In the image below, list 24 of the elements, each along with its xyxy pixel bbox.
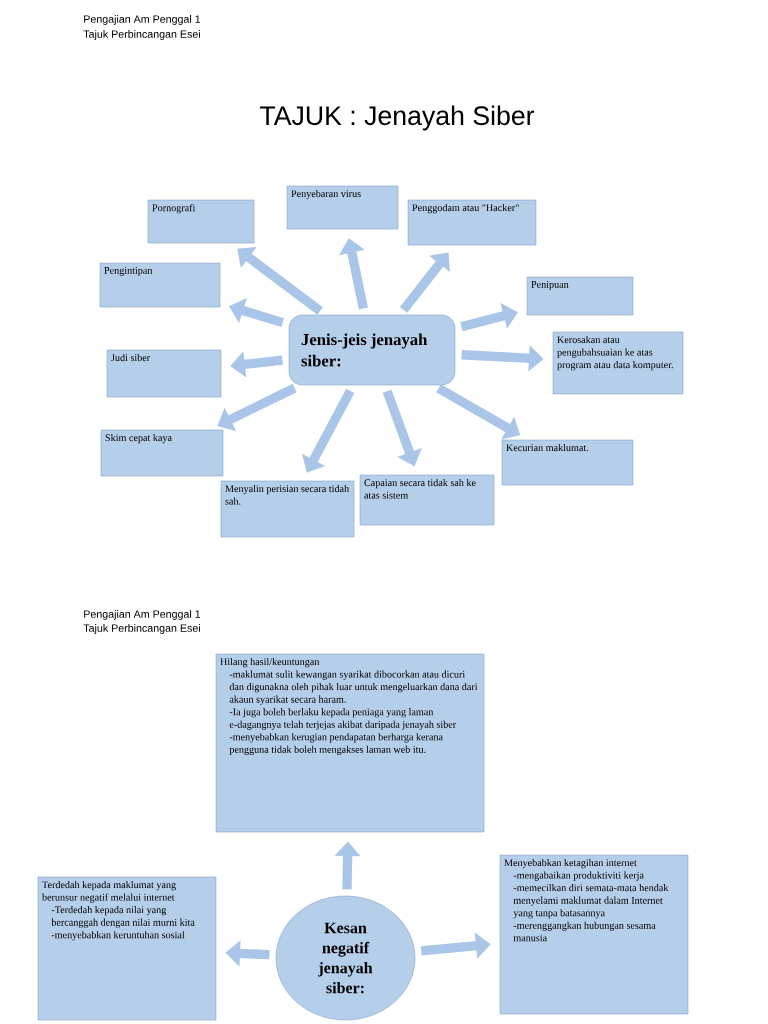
rounded-box: Jenis-jeis jenayah siber: — [288, 314, 456, 386]
block-arrow — [399, 252, 450, 313]
header-text: Pengajian Am Penggal 1 — [84, 15, 201, 25]
text-box: Menyalin perisian secara tidah sah. — [220, 480, 355, 538]
text-box: Judi siber — [106, 349, 222, 398]
header-text: Tajuk Perbincangan Esei — [83, 30, 200, 40]
text-box: Penyebaran virus — [286, 185, 399, 230]
block-arrow — [460, 303, 518, 332]
block-arrow — [302, 388, 355, 473]
block-arrow — [217, 383, 297, 432]
text-box: Capaian secara tidak sah ke atas sistem — [359, 474, 495, 526]
header-text: Pengajian Am Penggal 1 — [84, 610, 201, 620]
text-box: Pornografi — [147, 199, 255, 244]
text-box: Menyebabkan ketagihan internet -mengabaikan produktiviti kerja -memecilkan diri semata-mata hendak menyelami maklumat dalam Internet yang tanpa batasannya -merenggangkan hubungan sesama manusia — [499, 854, 689, 1015]
text-box: Kerosakan atau pengubahsuaian ke atas program atau data komputer. — [552, 331, 684, 395]
text-box: Pengintipan — [99, 262, 221, 308]
title: TAJUK : Jenayah Siber — [260, 105, 535, 131]
text-box: Penggodam atau "Hacker" — [407, 199, 537, 246]
text-box: Penipuan — [526, 276, 634, 316]
text-box: Hilang hasil/keuntungan -maklumat sulit kewangan syarikat dibocorkan atau dicuri dan digunakna oleh pihak luar untuk mengeluarkan dana dari akaun syarikat secara haram. -Ia juga boleh berlaku kepada peniaga yang laman e-dagangnya telah terjejas akibat daripada jenayah siber -menyebabkan kerugian pendapatan berharga kerana pengguna tidak boleh mengakses laman web itu. — [215, 653, 485, 833]
text-box: Kecurian maklumat. — [501, 439, 634, 486]
text-box: Terdedah kepada maklumat yang berunsur negatif melalui internet -Terdedah kepada nilai yang bercanggah dengan nilai murni kita -menyebabkan keruntuhan sosial — [37, 876, 217, 1021]
text-box: Skim cepat kaya — [100, 429, 224, 477]
header-text: Tajuk Perbincangan Esei — [83, 624, 200, 634]
